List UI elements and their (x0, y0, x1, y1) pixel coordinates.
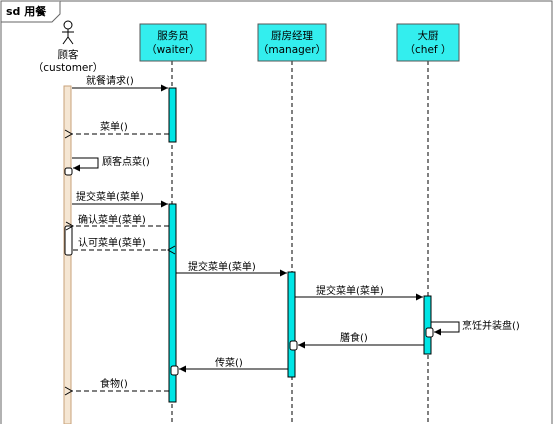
message-arrow-self (72, 157, 99, 172)
message-label: 食物() (100, 377, 128, 390)
message-label: 认可菜单(菜单) (78, 236, 146, 249)
message-label: 就餐请求() (86, 74, 134, 87)
activation-waiter-1 (168, 87, 177, 143)
message-label: 传菜() (215, 357, 243, 369)
activation-manager-nested (289, 340, 298, 351)
participant-waiter-name: 服务员 (157, 29, 189, 42)
participant-manager-role: （manager） (258, 44, 326, 56)
activation-customer-confirm (64, 225, 73, 256)
message-label: 顾客点菜() (102, 155, 150, 168)
participant-chef: 大厨 （chef ） (396, 23, 460, 62)
message-label: 膳食() (340, 331, 368, 344)
activation-waiter-2 (168, 203, 177, 403)
participant-manager: 厨房经理 （manager） (257, 23, 327, 62)
participant-waiter: 服务员 （waiter） (139, 23, 207, 62)
participant-chef-role: （chef ） (405, 44, 452, 56)
participant-customer-name: 顾客 (58, 48, 79, 61)
message-label: 菜单() (100, 121, 128, 133)
activation-customer-self (64, 167, 73, 176)
frame-tab (1, 1, 61, 23)
message-label: 提交菜单(菜单) (188, 260, 256, 273)
message-label: 提交菜单(菜单) (316, 284, 384, 297)
participant-chef-name: 大厨 (418, 29, 439, 42)
actor-customer-icon (62, 20, 74, 45)
activation-manager (287, 271, 296, 378)
message-label: 确认菜单(菜单) (78, 213, 146, 226)
activation-waiter-nested (170, 365, 179, 376)
participant-manager-name: 厨房经理 (271, 29, 313, 42)
activation-chef-nested (425, 327, 434, 338)
activation-chef (423, 295, 432, 355)
frame-title: sd 用餐 (6, 4, 47, 18)
message-arrow-self (431, 321, 460, 336)
participant-customer-role: （customer） (33, 62, 103, 74)
message-label: 提交菜单(菜单) (76, 190, 144, 203)
participant-waiter-role: （waiter） (146, 44, 200, 56)
message-label: 烹饪并装盘() (462, 319, 520, 332)
